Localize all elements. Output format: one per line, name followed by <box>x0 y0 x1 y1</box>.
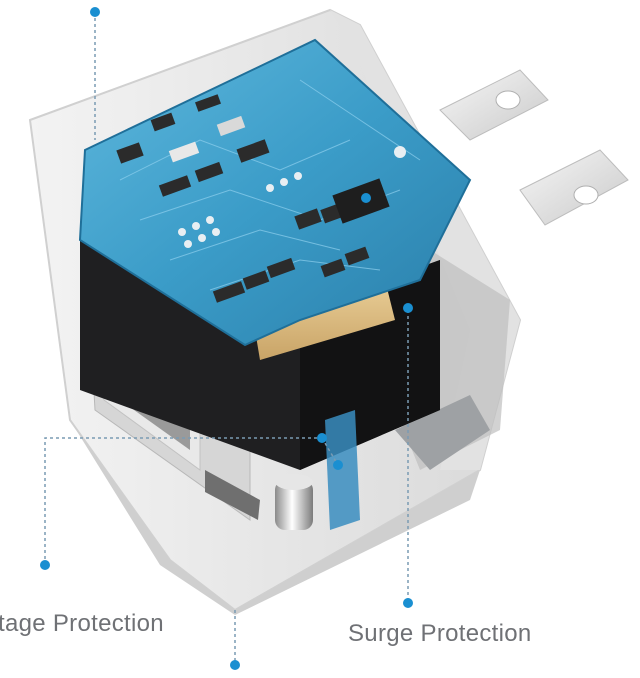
plug-prong-upper <box>439 69 549 141</box>
callout-dot-icon <box>333 460 343 470</box>
circuit-board <box>78 38 472 347</box>
callout-lines <box>44 12 409 665</box>
callout-dot-icon <box>230 660 240 670</box>
internal-bracket <box>395 395 490 470</box>
callout-dot-icon <box>403 303 413 313</box>
callout-dot-icon <box>90 7 100 17</box>
callout-dot-icon <box>403 598 413 608</box>
surge-protection-label: Surge Protection <box>348 620 532 647</box>
surge-protection-parts <box>275 410 360 530</box>
overvoltage-protection-label: tage Protection <box>0 610 164 637</box>
callout-dot-icon <box>317 433 327 443</box>
callout-dot-icon <box>361 193 371 203</box>
callout-dot-icon <box>40 560 50 570</box>
plug-prong-lower <box>519 149 629 226</box>
